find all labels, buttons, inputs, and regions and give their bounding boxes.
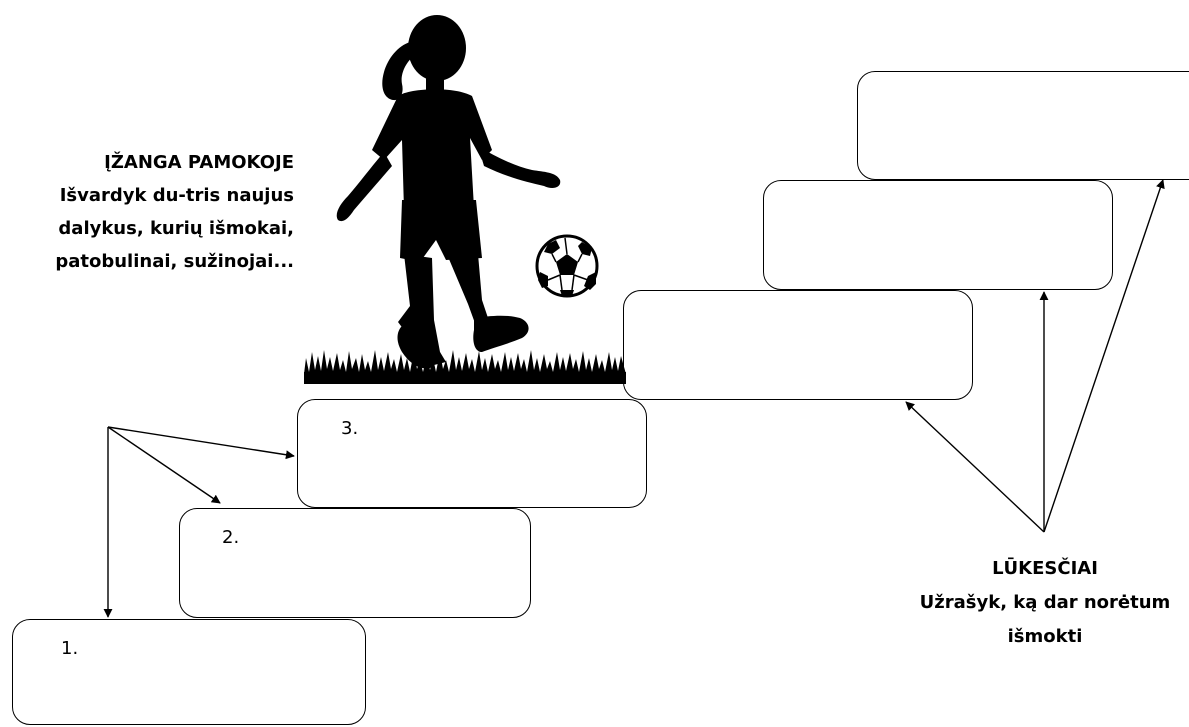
arrow-to-step-3 <box>107 426 295 460</box>
step-label-3: 3. <box>341 418 359 439</box>
expectation-box-3[interactable] <box>857 71 1189 180</box>
grass-icon <box>304 350 626 384</box>
expectation-box-2[interactable] <box>763 180 1113 290</box>
intro-note-line-3: patobulinai, sužinojai... <box>55 251 294 272</box>
step-label-2: 2. <box>222 527 240 548</box>
step-box-3[interactable]: 3. <box>297 399 647 508</box>
expectation-box-1[interactable] <box>623 290 973 400</box>
intro-note: ĮŽANGA PAMOKOJE Išvardyk du-tris naujus … <box>0 146 294 278</box>
arrow-to-expectation-1 <box>905 401 1045 533</box>
arrow-to-expectation-3 <box>1043 179 1165 533</box>
intro-note-line-2: dalykus, kurių išmokai, <box>58 218 294 239</box>
expectations-note-line-2: išmokti <box>1007 626 1083 647</box>
expectations-note-line-1: Užrašyk, ką dar norėtum <box>919 592 1171 613</box>
expectations-note-title: LŪKESČIAI <box>992 558 1098 579</box>
step-box-1[interactable]: 1. <box>12 619 366 725</box>
right-arrows <box>905 179 1165 533</box>
girl-silhouette-icon <box>336 15 561 369</box>
left-arrows <box>103 426 295 618</box>
step-label-1: 1. <box>61 638 79 659</box>
intro-note-title: ĮŽANGA PAMOKOJE <box>104 152 294 173</box>
soccer-ball-icon <box>535 234 599 298</box>
step-box-2[interactable]: 2. <box>179 508 531 618</box>
expectations-note: LŪKESČIAI Užrašyk, ką dar norėtum išmokt… <box>860 552 1189 654</box>
arrow-to-step-2 <box>107 426 221 504</box>
intro-note-line-1: Išvardyk du-tris naujus <box>59 185 294 206</box>
